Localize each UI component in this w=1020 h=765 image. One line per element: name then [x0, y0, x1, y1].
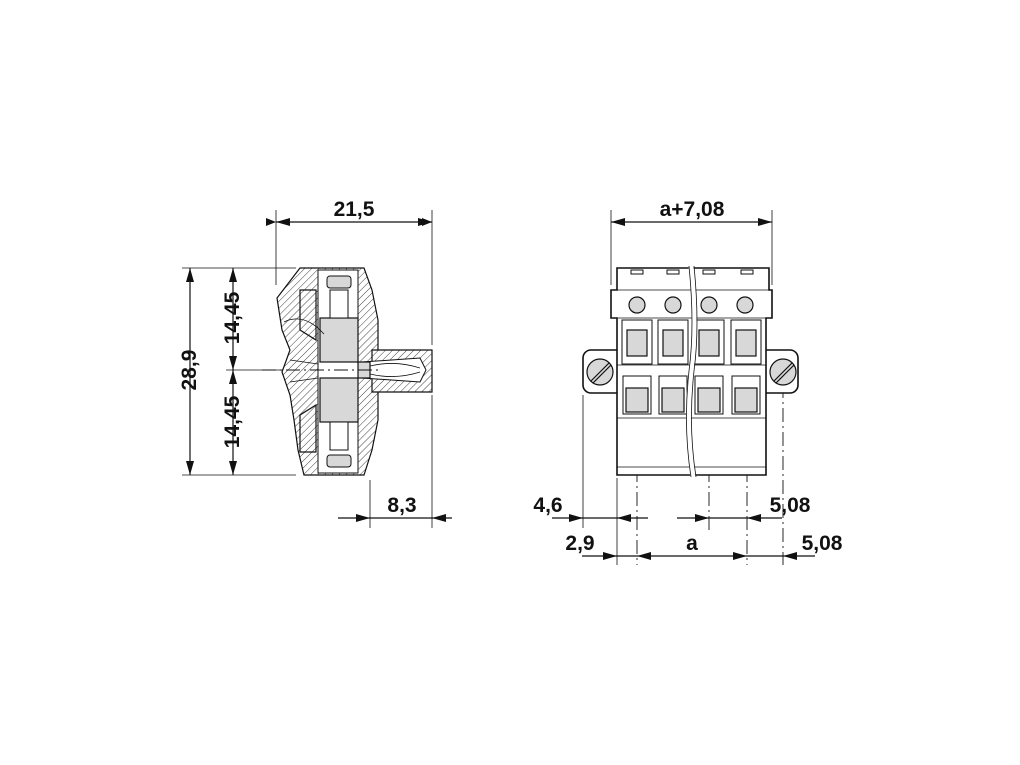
- pole-2: [657, 269, 689, 415]
- pin-length-label: 8,3: [387, 494, 416, 517]
- pitch-label-bottom: 5,08: [802, 532, 843, 555]
- upper-half-label: 14,45: [221, 291, 244, 344]
- connector-side-section: [262, 267, 433, 476]
- span-label: a: [686, 532, 698, 555]
- screw-right-icon: [769, 358, 797, 386]
- break-line: [686, 265, 698, 478]
- width-label: 21,5: [334, 198, 375, 221]
- pole-3: [693, 269, 725, 415]
- side-view: 21,5 28,9 14,45 14,45 8,3: [178, 198, 452, 528]
- edge-offset-label: 2,9: [565, 532, 594, 555]
- front-view: a+7,08 4,6 5,08 2,9 a 5,08: [533, 198, 843, 565]
- pitch-label-top: 5,08: [770, 494, 811, 517]
- flange-offset-label: 4,6: [533, 494, 562, 517]
- lower-half-label: 14,45: [221, 395, 244, 448]
- pole-1: [621, 269, 653, 415]
- screw-left-icon: [586, 358, 614, 386]
- connector-front: [582, 265, 799, 478]
- pole-4: [730, 269, 762, 415]
- overall-width-label: a+7,08: [660, 198, 725, 221]
- height-label: 28,9: [178, 350, 201, 391]
